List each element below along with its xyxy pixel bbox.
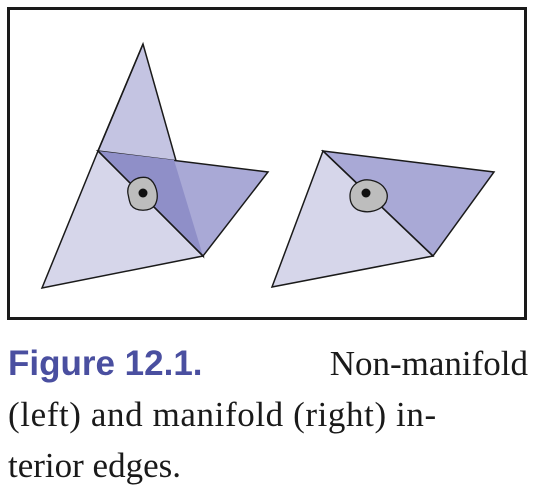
vertex-point — [361, 188, 371, 198]
mesh-illustration — [40, 41, 496, 290]
figure-label: Figure 12.1. — [8, 344, 203, 383]
caption-text-1: Non-manifold — [329, 344, 528, 383]
vertex-point — [138, 188, 148, 198]
figure-frame — [7, 7, 527, 320]
non-manifold-mesh — [40, 41, 270, 290]
caption-text-2: (left) and manifold (right) in- — [8, 395, 437, 434]
manifold-mesh — [270, 149, 496, 288]
figure-caption: Figure 12.1. Non-manifold (left) and man… — [8, 338, 528, 491]
caption-text-3: terior edges. — [8, 446, 181, 485]
